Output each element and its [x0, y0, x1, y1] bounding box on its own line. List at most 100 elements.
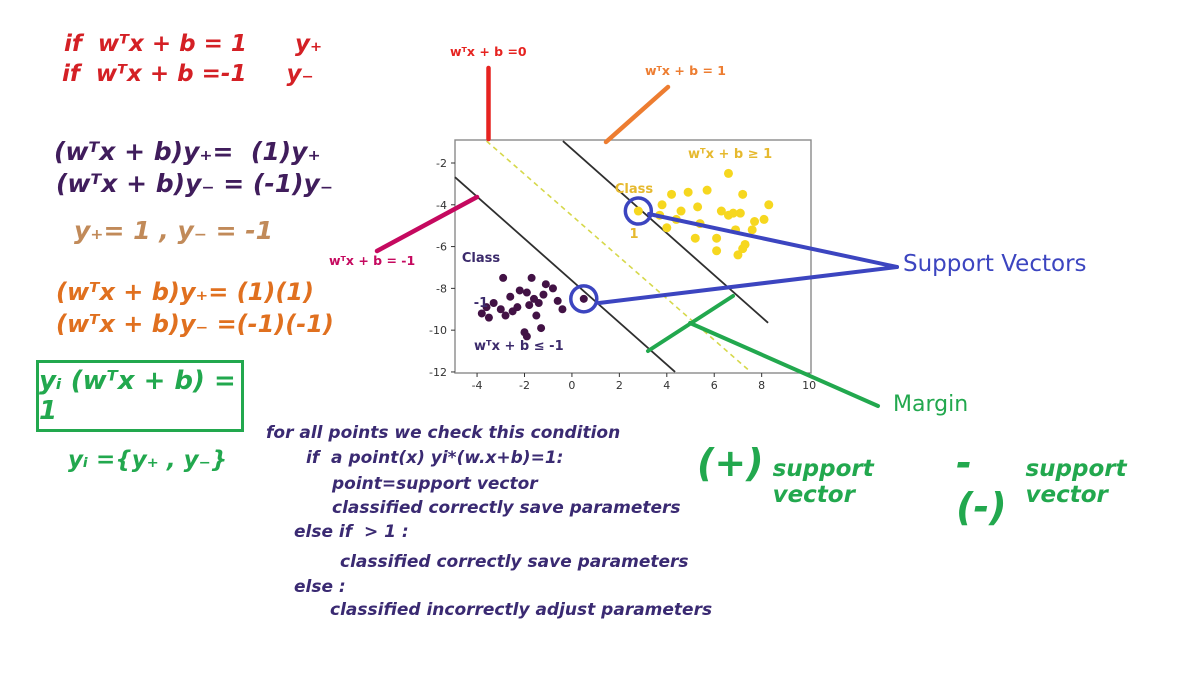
data-point-class-minus-1	[482, 303, 491, 312]
support-vector-pointer-lower	[597, 265, 899, 305]
y-tick-label: -10	[429, 324, 447, 337]
support-vector-circle	[569, 284, 599, 314]
support-vector-pointer-upper	[647, 212, 899, 269]
positive-sv-symbol: (+)	[697, 441, 764, 485]
x-tick-label: 2	[616, 379, 623, 392]
hyperplane-label-w1: wᵀx + b = 1	[645, 63, 726, 78]
data-point-class-minus-1	[537, 324, 546, 333]
y-tick-label: -8	[436, 282, 447, 295]
data-point-class-minus-1	[532, 311, 541, 320]
x-tick-label: -2	[519, 379, 530, 392]
pseudocode-line-3: point=support vector	[332, 474, 538, 494]
data-point-class-1-positive	[747, 225, 757, 235]
negative-sv-symbol: -(-)	[956, 441, 1007, 529]
margin-line-negative	[454, 176, 676, 373]
data-point-class-1-positive	[702, 185, 712, 195]
data-point-class-minus-1	[513, 303, 522, 312]
data-point-class-1-positive	[723, 168, 733, 178]
data-point-class-1-positive	[764, 200, 774, 210]
pseudocode-line-4: classified correctly save parameters	[332, 498, 681, 518]
pseudocode-line-6: classified correctly save parameters	[340, 552, 689, 572]
pseudocode-line-2: if a point(x) yi*(w.x+b)=1:	[306, 448, 564, 468]
condition-eq-negative: if wᵀx + b =-1 y₋	[62, 61, 314, 87]
margin-pointer	[688, 321, 880, 408]
data-point-class-minus-1	[501, 311, 510, 320]
scatter-plot: -4 -2 0 2 4 6 8 10 -2 -4 -6 -8 -10 -12	[429, 139, 816, 392]
class-1-label: Class 1	[608, 153, 660, 273]
margin-label: Margin	[893, 392, 969, 417]
data-point-class-1-positive	[693, 202, 703, 212]
class-minus-1-label-name: Class	[461, 250, 501, 266]
multiply-eq-negative: (wᵀx + b)y₋ = (-1)y₋	[56, 169, 334, 198]
result-equation-box: yᵢ (wᵀx + b) = 1	[36, 360, 244, 432]
pointer-line-wm1	[374, 194, 480, 254]
pseudocode-line-5: else if > 1 :	[294, 522, 409, 542]
data-point-class-minus-1	[548, 284, 557, 293]
pseudocode-line-7: else :	[294, 577, 346, 597]
data-point-class-minus-1	[558, 305, 567, 314]
substituted-eq-positive: (wᵀx + b)y₊= (1)(1)	[56, 278, 314, 306]
data-point-class-minus-1	[539, 290, 548, 299]
data-point-class-1-positive	[683, 187, 693, 197]
data-point-class-1-positive	[738, 189, 748, 199]
data-point-class-minus-1	[506, 292, 515, 301]
support-vector-legend: (+) support vector -(-) support vector	[697, 441, 1200, 529]
data-point-class-1-positive	[759, 214, 769, 224]
data-point-class-minus-1	[499, 273, 508, 282]
pseudocode-line-8: classified incorrectly adjust parameters	[330, 600, 713, 620]
data-point-class-minus-1	[484, 313, 493, 322]
hyperplane-label-w0: wᵀx + b =0	[450, 44, 527, 59]
data-point-class-minus-1	[515, 286, 524, 295]
condition-eq-positive: if wᵀx + b = 1 y₊	[64, 31, 323, 57]
class-minus-1-label: Class -1	[458, 222, 504, 342]
data-point-class-1-positive	[750, 216, 760, 226]
region-label-negative: wᵀx + b ≤ -1	[474, 339, 564, 354]
data-point-class-1-positive	[662, 223, 672, 233]
x-tick-label: 4	[663, 379, 670, 392]
x-tick-label: -4	[472, 379, 483, 392]
class-1-label-name: Class	[614, 181, 654, 197]
data-point-class-1-positive	[676, 206, 686, 216]
data-point-class-1-positive	[690, 233, 700, 243]
data-point-class-1-positive	[733, 250, 743, 260]
support-vector-circle	[623, 196, 654, 226]
y-tick-label: -6	[436, 241, 447, 254]
data-point-class-1-positive	[728, 208, 738, 218]
x-tick-label: 8	[758, 379, 765, 392]
data-point-class-1-positive	[740, 239, 750, 249]
label-values-eq: y₊= 1 , y₋ = -1	[74, 216, 274, 245]
data-point-class-1-positive	[657, 200, 667, 210]
x-tick-label: 10	[802, 379, 816, 392]
positive-sv-text: support vector	[772, 456, 874, 508]
x-tick-label: 6	[711, 379, 718, 392]
negative-sv-text: support vector	[1025, 456, 1127, 508]
class-minus-1-label-value: -1	[473, 295, 489, 311]
class-1-label-value: 1	[629, 226, 639, 242]
data-point-class-1-positive	[712, 233, 722, 243]
data-point-class-minus-1	[527, 273, 536, 282]
decision-boundary	[486, 140, 752, 373]
x-tick-label: 0	[568, 379, 575, 392]
data-point-class-minus-1	[553, 296, 562, 305]
data-point-class-1-positive	[712, 246, 722, 256]
data-point-class-minus-1	[525, 301, 534, 310]
multiply-eq-positive: (wᵀx + b)y₊= (1)y₊	[54, 137, 321, 166]
y-tick-label: -4	[436, 199, 447, 212]
data-point-class-minus-1	[489, 298, 498, 307]
data-point-class-1-positive	[667, 189, 677, 199]
data-point-class-1-positive	[716, 206, 726, 216]
data-point-class-minus-1	[522, 288, 531, 297]
substituted-eq-negative: (wᵀx + b)y₋ =(-1)(-1)	[56, 310, 334, 338]
data-point-class-1-positive	[633, 206, 643, 216]
data-point-class-minus-1	[579, 294, 588, 303]
y-tick-label: -2	[436, 157, 447, 170]
support-vectors-label: Support Vectors	[903, 251, 1087, 277]
y-tick-label: -12	[429, 366, 447, 379]
hyperplane-label-wm1: wᵀx + b = -1	[329, 253, 416, 268]
data-point-class-minus-1	[522, 332, 531, 341]
pseudocode-line-1: for all points we check this condition	[266, 423, 621, 443]
pointer-line-w1	[603, 84, 671, 145]
region-label-positive: wᵀx + b ≥ 1	[688, 147, 773, 162]
label-set-eq: yᵢ ={y₊ , y₋}	[68, 447, 228, 473]
